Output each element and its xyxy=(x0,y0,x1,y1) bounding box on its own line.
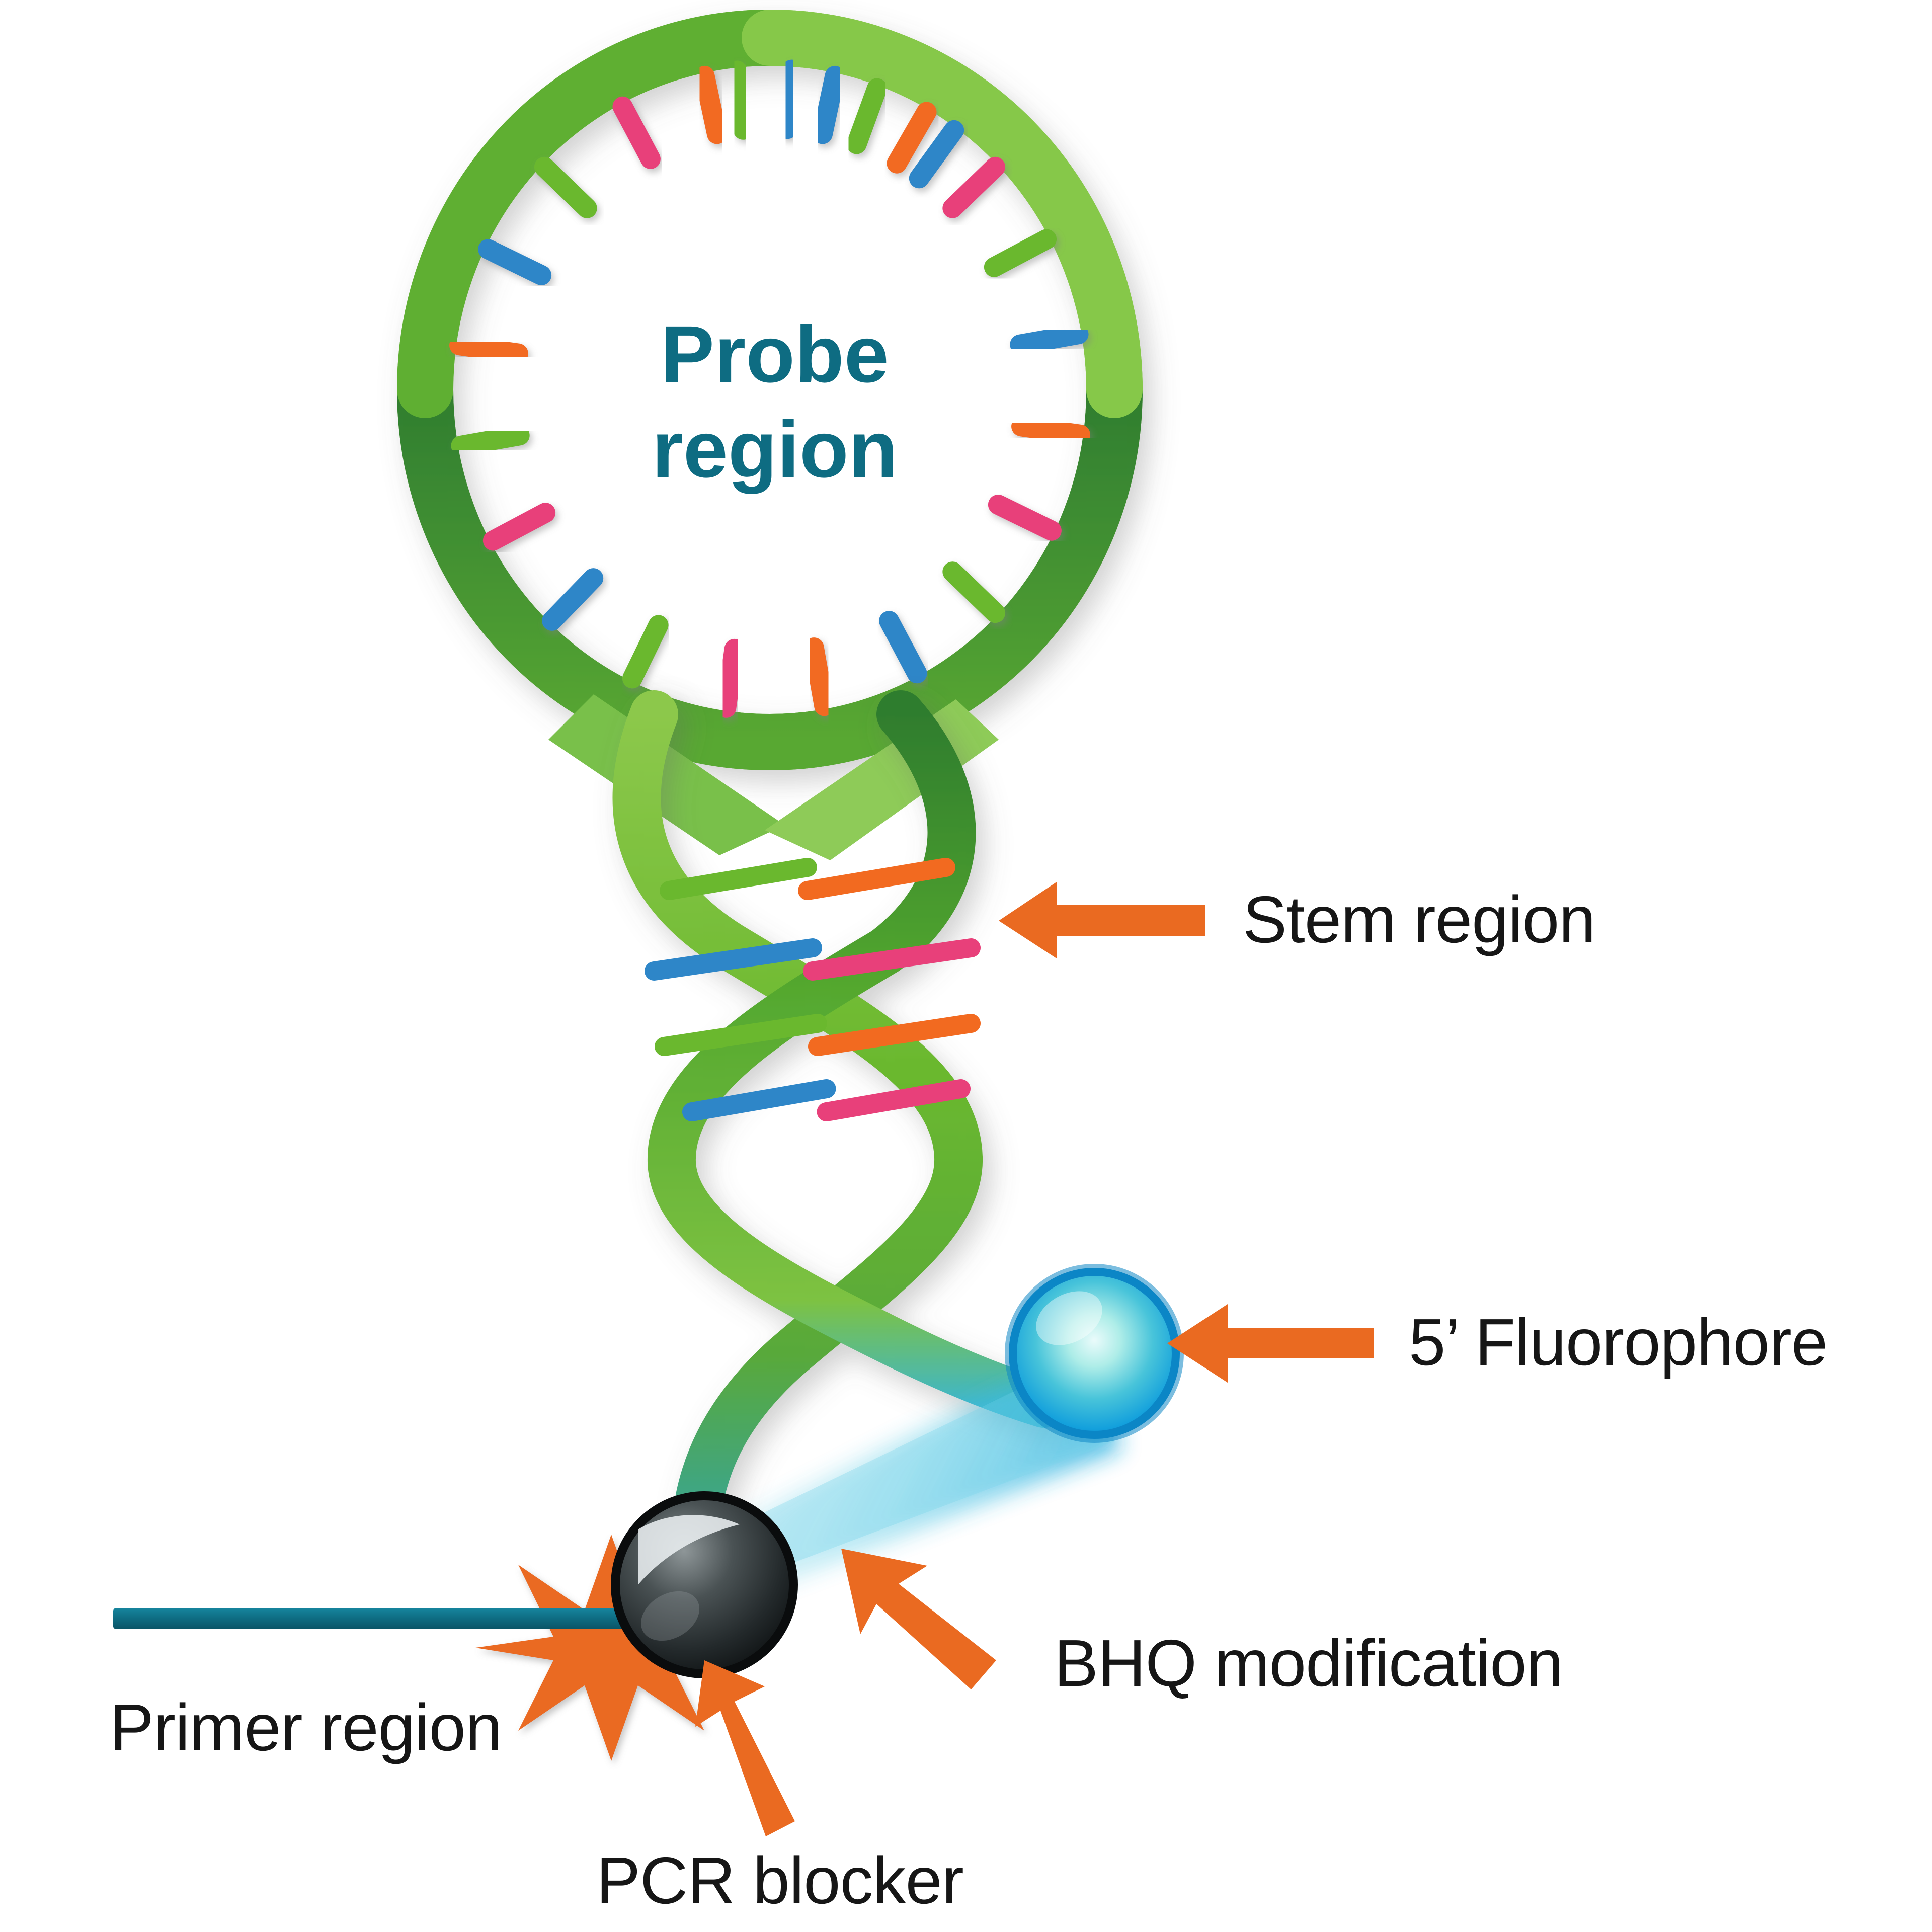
loop-base-tick xyxy=(482,503,556,551)
loop-ribbon-lower xyxy=(397,362,1143,771)
fluorophore-arrow xyxy=(1167,1304,1374,1383)
stem-arrow-shape xyxy=(999,882,1205,958)
loop-base-tick xyxy=(1011,416,1090,445)
loop-base-tick xyxy=(803,637,835,716)
fluorophore-sphere xyxy=(1005,1264,1184,1443)
stem-region-label: Stem region xyxy=(1243,882,1596,956)
loop-base-tick xyxy=(727,60,754,140)
fluorophore-specular-highlight xyxy=(1036,1291,1102,1345)
bhq-label: BHQ modification xyxy=(1054,1626,1563,1700)
loop-base-tick xyxy=(984,229,1057,277)
stem-rung-right-half xyxy=(808,1014,981,1056)
stem-rung-right-half xyxy=(798,858,955,900)
loop-base-tick xyxy=(542,568,604,631)
loop-ribbon-left xyxy=(397,10,798,418)
primer-bar xyxy=(113,1608,631,1629)
fluorophore-body xyxy=(1009,1268,1180,1439)
stem-rung-left-half xyxy=(660,858,817,900)
stem-strand-a xyxy=(612,690,983,1539)
bhq-arrow xyxy=(841,1549,996,1689)
fluorophore-arrow-shape xyxy=(1167,1304,1374,1383)
probe-loop xyxy=(397,10,1143,771)
loop-base-tick xyxy=(813,65,845,144)
loop-base-tick xyxy=(478,239,552,285)
loop-base-tick xyxy=(716,638,745,718)
fluorophore-label: 5’ Fluorophore xyxy=(1409,1305,1828,1379)
loop-base-tick xyxy=(909,120,964,189)
bhq-arrow-shape xyxy=(841,1549,996,1689)
loop-base-tick xyxy=(694,65,727,144)
loop-base-tick xyxy=(887,102,937,174)
stem-rung-left-half xyxy=(682,1079,836,1121)
quencher-specular-highlight xyxy=(638,1515,740,1585)
loop-base-tick xyxy=(942,561,1006,623)
loop-base-tick xyxy=(942,156,1006,218)
quencher-sphere xyxy=(611,1491,798,1678)
primer-region-label: Primer region xyxy=(110,1691,502,1764)
pcr-blocker-arrow xyxy=(695,1660,795,1836)
loop-base-ticks xyxy=(449,59,1090,718)
probe-region-label-line2: region xyxy=(652,404,898,494)
stem-base-pair-rungs xyxy=(645,858,981,1121)
quencher-soft-highlight xyxy=(640,1591,700,1641)
pcr-blocker-arrow-shape xyxy=(695,1660,795,1836)
loop-base-tick xyxy=(612,96,661,169)
loop-base-tick xyxy=(1010,324,1089,355)
loop-base-tick xyxy=(777,59,802,139)
stem-rung-right-half xyxy=(817,1079,971,1121)
fluorescence-glow xyxy=(719,1348,1122,1590)
stem-region-arrow xyxy=(999,882,1205,958)
stem-rung-left-half xyxy=(645,938,822,981)
glow-cone xyxy=(719,1348,1122,1590)
crossing-left-ribbon xyxy=(548,694,785,855)
pcr-blocker-label: PCR blocker xyxy=(596,1843,964,1917)
loop-base-tick xyxy=(451,425,530,456)
loop-base-tick xyxy=(622,615,669,689)
primer-bar-rect xyxy=(113,1608,631,1629)
stem-rung-left-half xyxy=(655,1014,827,1056)
loop-base-tick xyxy=(988,495,1062,541)
loop-base-tick xyxy=(449,335,528,364)
loop-base-tick xyxy=(534,156,597,218)
probe-region-label-line1: Probe xyxy=(661,309,889,399)
loop-base-tick xyxy=(879,611,927,684)
glow-cone-inner xyxy=(740,1358,1114,1570)
loop-base-tick xyxy=(846,78,888,154)
stem-rung-right-half xyxy=(803,938,981,981)
loop-ribbon-right xyxy=(742,10,1143,418)
probe-region-label: Probe region xyxy=(584,307,966,497)
